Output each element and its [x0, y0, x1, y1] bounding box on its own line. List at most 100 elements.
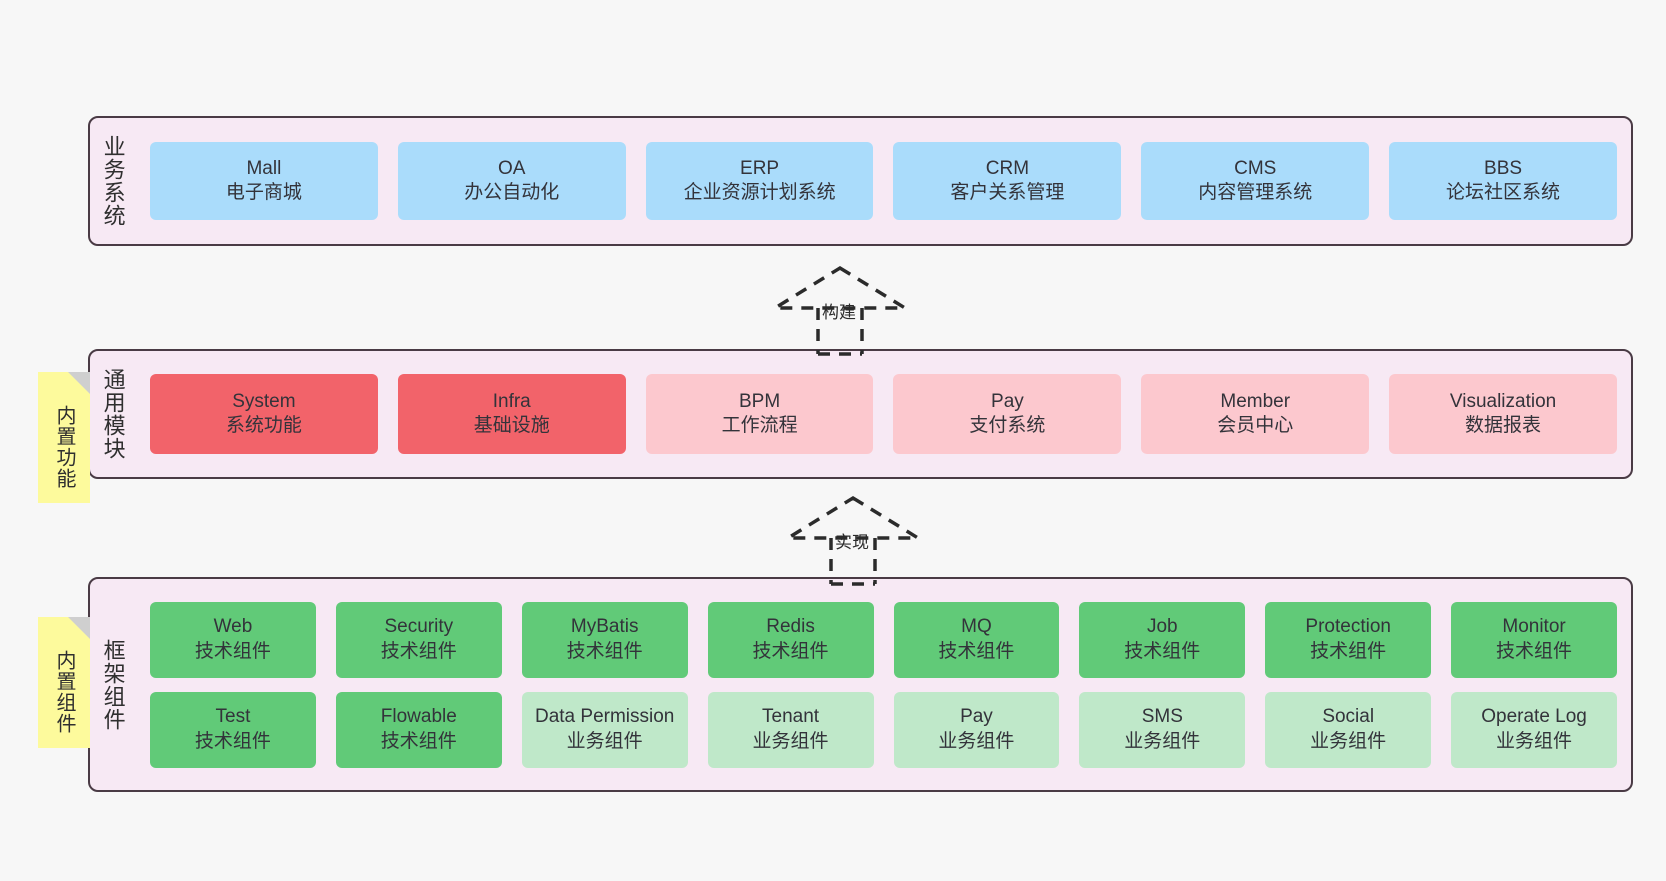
card-name: CRM [985, 157, 1030, 179]
card-desc: 业务组件 [752, 730, 829, 752]
card-name: Mall [246, 157, 282, 179]
card-name: Social [1322, 706, 1375, 728]
card-name: CMS [1234, 157, 1277, 179]
layer-row: Mall 电子商城 OA 办公自动化 ERP 企业资源计划系统 CRM 客户关系管理 CMS 内容… [150, 142, 1617, 220]
card-name: Tenant [762, 706, 820, 728]
card-name: Monitor [1502, 616, 1566, 638]
card-name: MQ [961, 616, 992, 638]
card-desc: 技术组件 [752, 640, 829, 662]
card-name: BBS [1484, 157, 1523, 179]
card-name: Protection [1305, 616, 1391, 638]
sticky-note-label: 内置功能 [53, 404, 75, 489]
card-desc: 客户关系管理 [950, 182, 1065, 203]
sticky-note-module: 内置功能 [38, 372, 90, 503]
card-desc: 数据报表 [1465, 415, 1542, 436]
layer-label-framework: 框架组件 [100, 638, 126, 731]
card-desc: 会员中心 [1217, 415, 1294, 436]
card-name: Pay [960, 706, 993, 728]
layer-label-business: 业务系统 [100, 135, 126, 227]
card-oa[interactable]: OA 办公自动化 [397, 142, 626, 220]
card-member[interactable]: Member 会员中心 [1141, 374, 1370, 454]
card-desc: 办公自动化 [464, 182, 560, 203]
card-infra[interactable]: Infra 基础设施 [397, 374, 626, 454]
card-desc: 技术组件 [380, 640, 457, 662]
layer-body-business: Mall 电子商城 OA 办公自动化 ERP 企业资源计划系统 CRM 客户关系管理 CMS 内容… [136, 118, 1631, 244]
card-cms[interactable]: CMS 内容管理系统 [1141, 142, 1370, 220]
card-name: Web [213, 616, 253, 638]
card-mall[interactable]: Mall 电子商城 [150, 142, 378, 220]
card-pay[interactable]: Pay 支付系统 [893, 374, 1122, 454]
card-desc: 技术组件 [938, 640, 1015, 662]
card-desc: 基础设施 [473, 415, 550, 436]
card-bbs[interactable]: BBS 论坛社区系统 [1389, 142, 1617, 220]
card-desc: 技术组件 [566, 640, 643, 662]
card-desc: 业务组件 [1124, 730, 1201, 752]
card-desc: 技术组件 [194, 640, 271, 662]
card-name: Pay [991, 390, 1024, 412]
card-name: ERP [740, 157, 780, 179]
card-desc: 企业资源计划系统 [683, 182, 836, 203]
card-name: Redis [766, 616, 815, 638]
card-name: Data Permission [534, 706, 675, 728]
connector-implement: 实现 [773, 492, 933, 587]
layer-label-module: 通用模块 [100, 368, 126, 460]
card-crm[interactable]: CRM 客户关系管理 [893, 142, 1122, 220]
card-erp[interactable]: ERP 企业资源计划系统 [645, 142, 874, 220]
generalization-arrow-icon [781, 495, 925, 586]
card-desc: 论坛社区系统 [1446, 182, 1561, 203]
card-name: Member [1220, 390, 1291, 412]
connector-build: 构建 [760, 262, 920, 357]
card-name: System [232, 390, 296, 412]
card-desc: 技术组件 [1124, 640, 1201, 662]
sticky-note-label: 内置组件 [53, 649, 75, 734]
card-name: MyBatis [570, 616, 639, 638]
card-name: Visualization [1449, 390, 1557, 412]
connector-label-build: 构建 [822, 303, 856, 322]
card-desc: 内容管理系统 [1198, 182, 1313, 203]
card-name: Infra [492, 390, 531, 412]
card-desc: 支付系统 [969, 415, 1046, 436]
card-desc: 技术组件 [380, 730, 457, 752]
card-name: Job [1146, 616, 1178, 638]
card-desc: 工作流程 [721, 415, 798, 436]
card-visualization[interactable]: Visualization 数据报表 [1389, 374, 1617, 454]
generalization-arrow-icon [768, 265, 912, 356]
card-name: Test [215, 706, 251, 728]
card-desc: 技术组件 [1496, 640, 1573, 662]
connector-label-implement: 实现 [835, 533, 869, 552]
card-name: Security [384, 616, 454, 638]
sticky-note-framework: 内置组件 [38, 617, 90, 748]
card-desc: 业务组件 [1310, 730, 1387, 752]
card-name: OA [498, 157, 526, 179]
card-desc: 业务组件 [938, 730, 1015, 752]
card-desc: 电子商城 [225, 182, 302, 203]
card-name: Flowable [380, 706, 457, 728]
folded-corner-icon [68, 372, 90, 394]
